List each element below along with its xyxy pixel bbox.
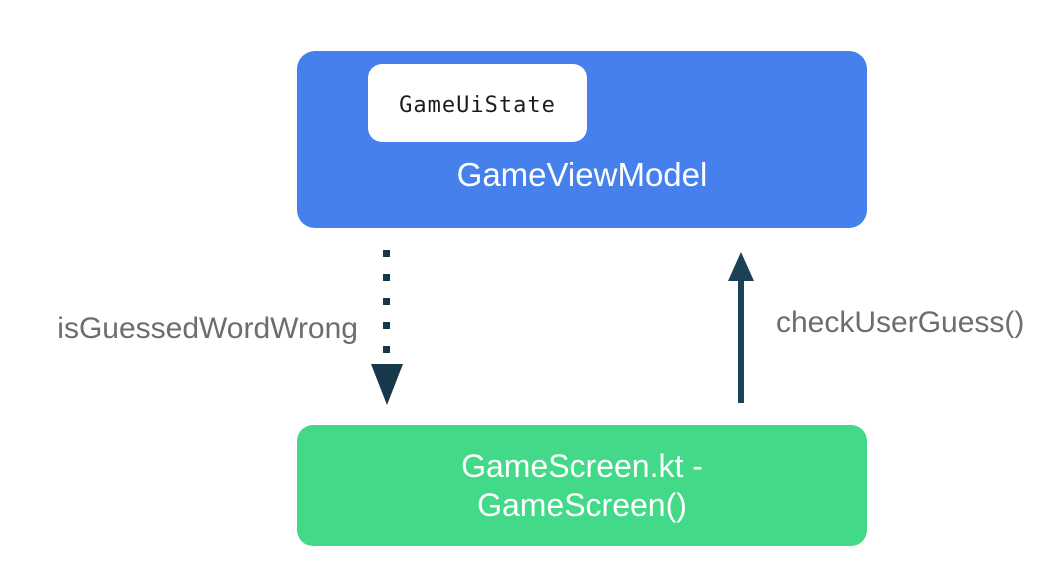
is-guessed-word-wrong-label: isGuessedWordWrong bbox=[57, 312, 358, 345]
arrow-up-icon bbox=[728, 252, 754, 403]
dotted-arrow-down-icon bbox=[371, 250, 403, 406]
solid-arrow-shaft bbox=[738, 278, 744, 403]
dotted-arrow-head bbox=[371, 364, 403, 405]
gamescreen-box: GameScreen.kt - GameScreen() bbox=[297, 425, 867, 546]
gamescreen-label-line2: GameScreen() bbox=[477, 486, 687, 523]
gamescreen-label-line1: GameScreen.kt - bbox=[461, 447, 703, 484]
gameviewmodel-box: GameUiState GameViewModel bbox=[297, 51, 867, 228]
gameuistate-chip-label: GameUiState bbox=[399, 92, 556, 118]
gameviewmodel-label: GameViewModel bbox=[456, 156, 708, 193]
dotted-arrow-shaft bbox=[383, 250, 390, 356]
check-user-guess-label: checkUserGuess() bbox=[776, 306, 1025, 339]
gamescreen-label: GameScreen.kt - GameScreen() bbox=[461, 447, 703, 525]
gameuistate-chip: GameUiState bbox=[368, 64, 587, 142]
solid-arrow-head bbox=[728, 252, 754, 281]
